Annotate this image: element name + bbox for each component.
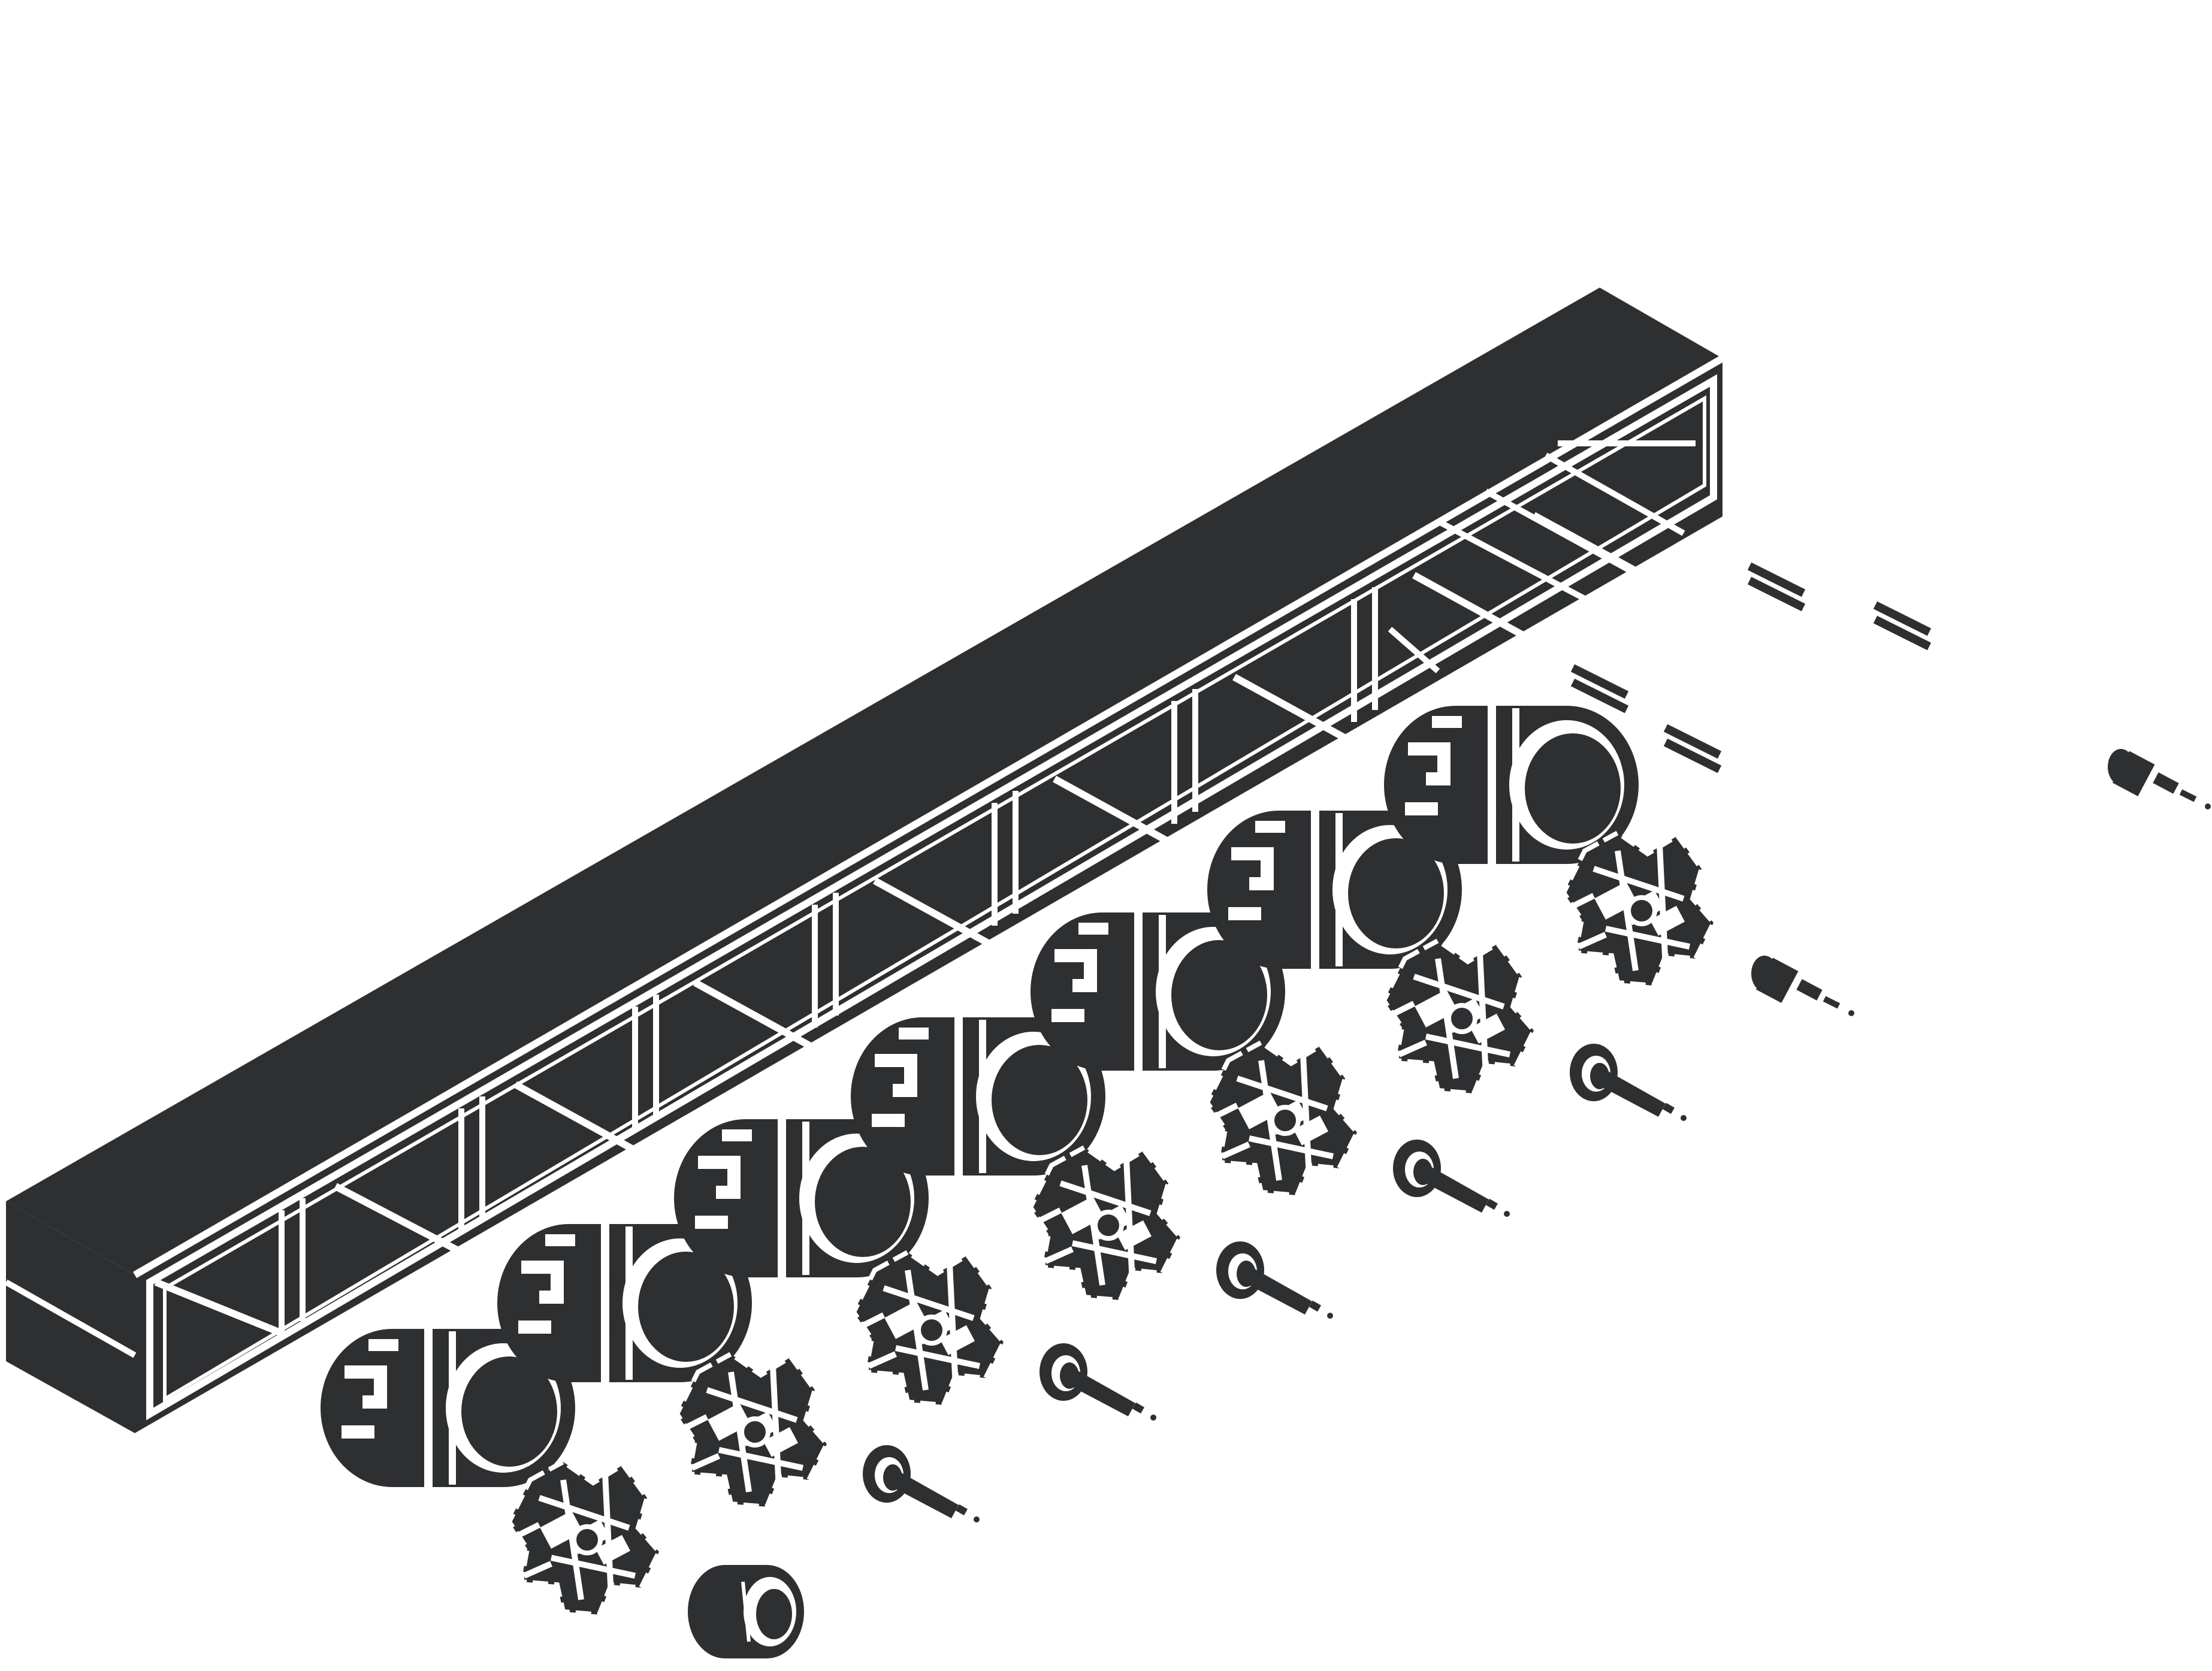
pins (1751, 749, 2211, 1016)
box-beam (4, 288, 1725, 1433)
bushing (688, 1565, 804, 1658)
key-plates (1573, 566, 1929, 769)
